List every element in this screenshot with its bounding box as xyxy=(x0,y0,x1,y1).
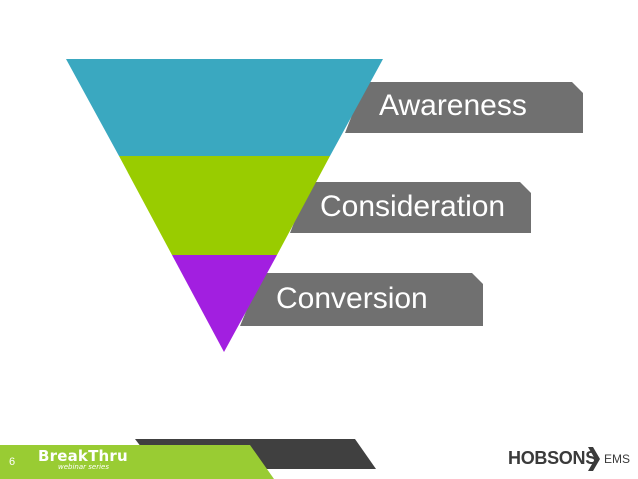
conversion-label: Conversion xyxy=(276,282,428,315)
funnel-segment-consideration xyxy=(119,156,330,255)
footer-green-band xyxy=(0,445,274,479)
awareness-label-bar xyxy=(345,82,583,133)
chevron-right-icon xyxy=(588,447,600,471)
breakthru-logo: BreakThru xyxy=(38,447,128,465)
funnel-segment-awareness xyxy=(66,59,383,156)
page-number: 6 xyxy=(9,456,16,468)
conversion-label-bar xyxy=(240,273,483,326)
ems-text: EMS xyxy=(604,452,631,466)
breakthru-subtitle: webinar series xyxy=(58,463,109,471)
consideration-label: Consideration xyxy=(320,190,506,223)
awareness-label: Awareness xyxy=(379,89,527,122)
funnel-segment-conversion xyxy=(172,255,277,352)
consideration-label-bar xyxy=(290,182,531,233)
hobsons-logo: HOBSONS xyxy=(508,448,597,468)
